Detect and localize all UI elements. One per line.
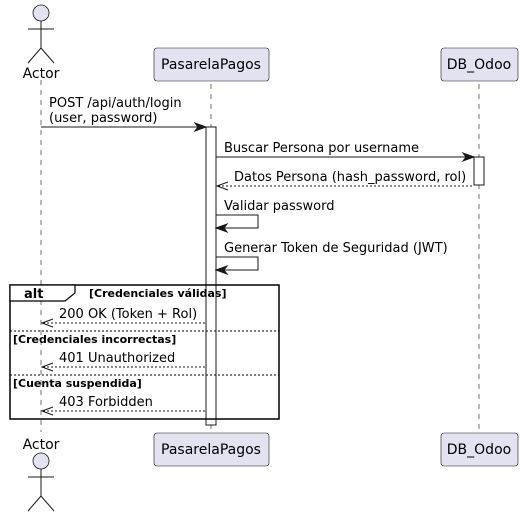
pasarela-bottom-box: PasarelaPagos <box>153 432 270 467</box>
actor-bottom: Actor <box>23 437 60 512</box>
return-200-label: 200 OK (Token + Rol) <box>59 307 197 322</box>
db-bottom-box: DB_Odoo <box>440 432 519 467</box>
pasarela-activation <box>205 126 217 426</box>
message-validar-password: Validar password <box>214 199 335 234</box>
db-bottom-label: DB_Odoo <box>447 442 511 458</box>
alt-guard-suspended: [Cuenta suspendida] <box>13 377 142 390</box>
return-401-label: 401 Unauthorized <box>59 351 175 366</box>
message-buscar-persona: Buscar Persona por username <box>216 141 476 163</box>
message-generar-token: Generar Token de Seguridad (JWT) <box>214 241 448 276</box>
pasarela-top-box: PasarelaPagos <box>153 47 270 82</box>
message-login-line1: POST /api/auth/login <box>49 96 182 111</box>
message-login-line2: (user, password) <box>49 111 157 126</box>
actor-top: Actor <box>23 4 60 82</box>
message-generar-token-label: Generar Token de Seguridad (JWT) <box>224 241 448 256</box>
message-buscar-persona-label: Buscar Persona por username <box>224 141 419 156</box>
actor-bottom-label: Actor <box>23 437 60 453</box>
db-top-box: DB_Odoo <box>440 47 519 82</box>
message-login: POST /api/auth/login (user, password) <box>41 96 208 133</box>
return-401: 401 Unauthorized <box>40 351 206 372</box>
message-datos-persona-label: Datos Persona (hash_password, rol) <box>234 170 466 185</box>
pasarela-bottom-label: PasarelaPagos <box>161 442 261 458</box>
db-top-label: DB_Odoo <box>447 57 511 73</box>
return-403-label: 403 Forbidden <box>59 395 153 410</box>
return-200: 200 OK (Token + Rol) <box>40 307 206 328</box>
return-403: 403 Forbidden <box>40 395 206 416</box>
message-datos-persona: Datos Persona (hash_password, rol) <box>215 170 474 191</box>
message-validar-password-label: Validar password <box>224 199 335 214</box>
alt-tab <box>9 284 76 302</box>
alt-frame: alt [Credenciales válidas] [Credenciales… <box>9 284 280 420</box>
db-activation <box>473 156 485 186</box>
alt-keyword: alt <box>24 287 43 302</box>
alt-guard-incorrect: [Credenciales incorrectas] <box>13 333 176 346</box>
actor-top-label: Actor <box>23 66 60 82</box>
pasarela-top-label: PasarelaPagos <box>161 57 261 73</box>
alt-guard-valid: [Credenciales válidas] <box>89 287 226 300</box>
